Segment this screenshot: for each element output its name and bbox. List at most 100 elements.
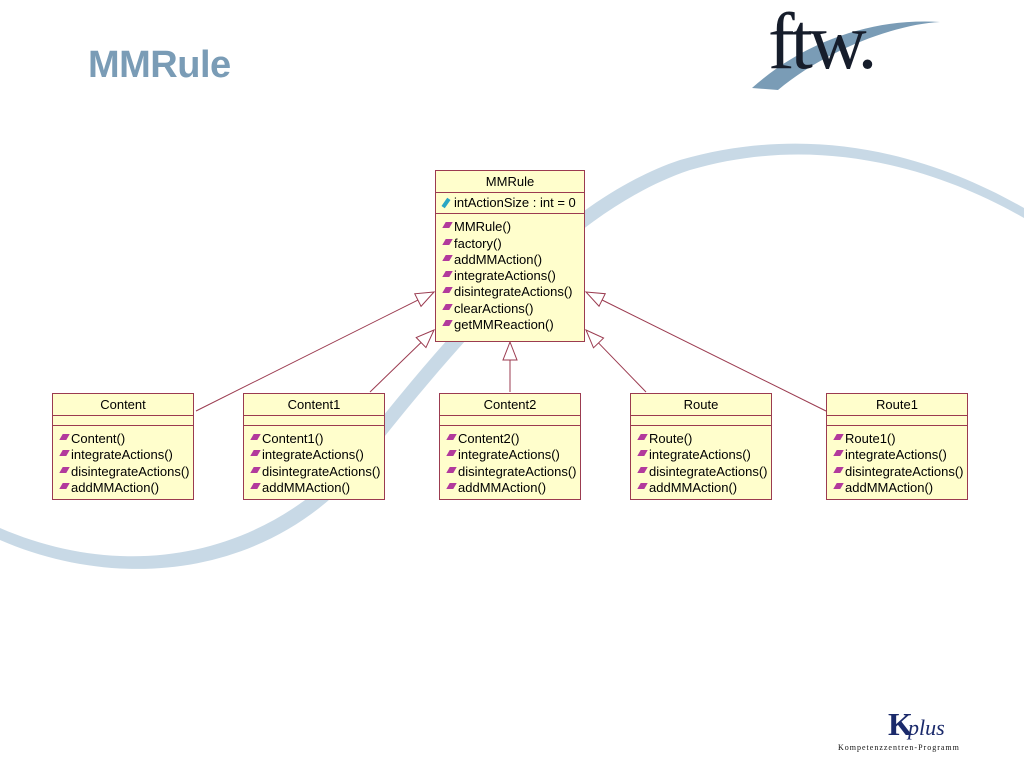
operation-row[interactable]: factory() [442, 235, 584, 252]
operation-row[interactable]: integrateActions() [637, 447, 771, 463]
class-attributes [244, 416, 384, 426]
method-icon [442, 320, 453, 327]
uml-class-mmrule[interactable]: MMRule intActionSize : int = 0 MMRule() … [435, 170, 585, 342]
method-icon [833, 482, 844, 489]
uml-class-content2[interactable]: Content2 Content2() integrateActions() d… [439, 393, 581, 500]
class-operations: MMRule() factory() addMMAction() integra… [436, 214, 584, 333]
operation-label: disintegrateActions() [71, 463, 190, 479]
operation-row[interactable]: addMMAction() [833, 479, 967, 496]
method-icon [442, 254, 453, 261]
operation-row[interactable]: integrateActions() [442, 268, 584, 284]
operation-label: addMMAction() [845, 479, 934, 495]
method-icon [637, 482, 648, 489]
class-operations: Route1() integrateActions() disintegrate… [827, 426, 967, 496]
operation-row[interactable]: integrateActions() [446, 447, 580, 463]
operation-row[interactable]: Content2() [446, 431, 580, 447]
class-name: MMRule [436, 171, 584, 193]
operation-label: Content1() [262, 431, 324, 446]
operation-row[interactable]: integrateActions() [59, 447, 193, 463]
operation-label: addMMAction() [71, 479, 160, 495]
operation-label: integrateActions() [649, 447, 751, 463]
uml-class-content1[interactable]: Content1 Content1() integrateActions() d… [243, 393, 385, 500]
generalization-line [195, 299, 419, 412]
ftw-logo-text: ftw. [768, 0, 877, 86]
class-operations: Content1() integrateActions() disintegra… [244, 426, 384, 496]
generalization-arrowhead [413, 291, 436, 308]
operation-row[interactable]: disintegrateActions() [637, 464, 771, 480]
operation-row[interactable]: MMRule() [442, 219, 584, 235]
method-icon [442, 287, 453, 294]
operation-label: factory() [454, 235, 502, 251]
attribute-icon [441, 197, 451, 209]
generalization-line [601, 299, 827, 412]
operation-row[interactable]: addMMAction() [250, 480, 384, 496]
class-attributes [827, 416, 967, 426]
uml-class-route1[interactable]: Route1 Route1() integrateActions() disin… [826, 393, 968, 500]
ftw-logo: ftw. [748, 2, 948, 98]
ftw-logo-swoosh [752, 21, 940, 90]
method-icon [59, 466, 70, 473]
attribute-row[interactable]: intActionSize : int = 0 [441, 195, 584, 211]
operation-row[interactable]: addMMAction() [637, 480, 771, 496]
operation-label: Route1() [845, 431, 896, 446]
operation-row[interactable]: integrateActions() [833, 447, 967, 463]
class-name: Route1 [827, 394, 967, 416]
method-icon [250, 482, 261, 489]
operation-row[interactable]: disintegrateActions() [442, 284, 584, 300]
operation-row[interactable]: addMMAction() [59, 479, 193, 496]
class-attributes [440, 416, 580, 426]
kplus-logo-subtitle: Kompetenzzentren-Programm [838, 743, 960, 752]
operation-label: Content2() [458, 431, 520, 446]
attribute-label: intActionSize : int = 0 [454, 195, 576, 210]
class-operations: Route() integrateActions() disintegrateA… [631, 426, 771, 496]
method-icon [833, 434, 844, 440]
method-icon [833, 450, 844, 457]
operation-label: disintegrateActions() [458, 463, 577, 479]
generalization-arrowhead [502, 340, 518, 361]
operation-row[interactable]: getMMReaction() [442, 317, 584, 333]
method-icon [446, 450, 457, 457]
method-icon [442, 303, 453, 310]
generalization-arrowhead [585, 329, 605, 349]
operation-label: integrateActions() [845, 447, 947, 463]
class-operations: Content() integrateActions() disintegrat… [53, 426, 193, 496]
method-icon [442, 222, 453, 229]
operation-row[interactable]: Content1() [250, 431, 384, 447]
generalization-arrowhead [584, 291, 607, 308]
operation-label: addMMAction() [454, 251, 543, 267]
kplus-logo: K plus Kompetenzzentren-Programm [836, 706, 959, 756]
method-icon [59, 434, 70, 440]
operation-row[interactable]: clearActions() [442, 301, 584, 317]
generalization-line [369, 342, 422, 393]
method-icon [446, 482, 457, 489]
method-icon [637, 450, 648, 457]
class-name: Content2 [440, 394, 580, 416]
slide-title: MMRule [88, 44, 231, 86]
method-icon [637, 466, 648, 473]
kplus-logo-k: K [888, 706, 913, 742]
operation-row[interactable]: disintegrateActions() [59, 463, 193, 480]
method-icon [250, 434, 261, 440]
kplus-logo-plus: plus [908, 715, 945, 740]
class-attributes: intActionSize : int = 0 [436, 193, 584, 215]
operation-row[interactable]: disintegrateActions() [250, 463, 384, 480]
operation-row[interactable]: integrateActions() [250, 447, 384, 463]
generalization-line [598, 342, 647, 393]
uml-class-content[interactable]: Content Content() integrateActions() dis… [52, 393, 194, 500]
uml-class-route[interactable]: Route Route() integrateActions() disinte… [630, 393, 772, 500]
operation-row[interactable]: Route() [637, 431, 771, 447]
operation-row[interactable]: addMMAction() [442, 251, 584, 268]
operation-label: getMMReaction() [454, 317, 554, 333]
operation-row[interactable]: addMMAction() [446, 480, 580, 496]
operation-label: integrateActions() [262, 447, 364, 463]
class-attributes [53, 416, 193, 426]
generalization-arrowhead [415, 329, 435, 349]
operation-label: disintegrateActions() [262, 463, 381, 479]
operation-row[interactable]: disintegrateActions() [446, 463, 580, 480]
operation-row[interactable]: Content() [59, 431, 193, 447]
method-icon [442, 271, 453, 278]
operation-row[interactable]: disintegrateActions() [833, 464, 967, 480]
operation-label: MMRule() [454, 219, 512, 235]
operation-row[interactable]: Route1() [833, 431, 967, 447]
